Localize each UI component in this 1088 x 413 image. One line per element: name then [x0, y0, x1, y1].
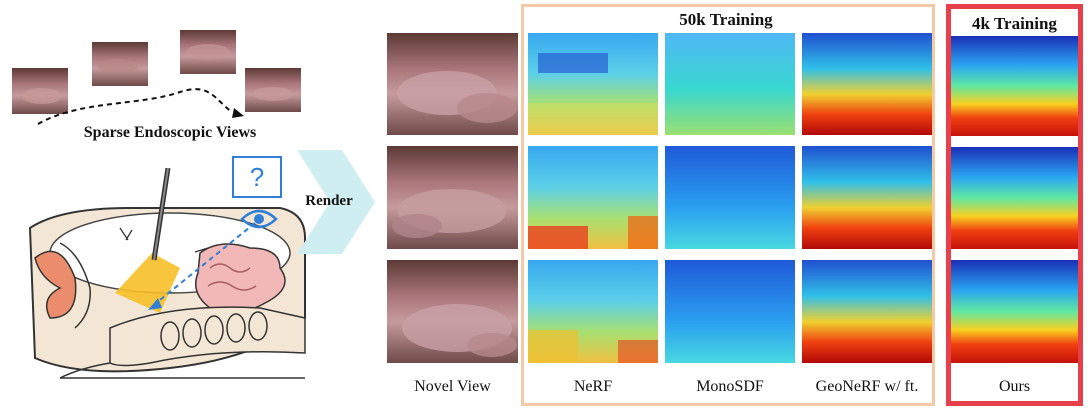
novel-view-image-1 [387, 33, 518, 135]
nerf-depth-1 [528, 33, 658, 135]
abdomen-anatomy-illustration [28, 168, 306, 379]
column-label-ours: Ours [998, 378, 1031, 395]
ours-depth-3 [951, 260, 1078, 363]
sparse-view-thumbnail-2 [92, 42, 148, 86]
column-label-monosdf: MonoSDF [696, 378, 764, 395]
training-4k-frame [946, 4, 1083, 406]
nerf-depth-3 [528, 260, 658, 363]
question-mark-box-icon: ? [232, 156, 282, 198]
eye-camera-icon [240, 209, 278, 229]
sparse-views-caption: Sparse Endoscopic Views [83, 124, 257, 141]
geonerf-depth-2 [802, 146, 932, 249]
column-label-geonerf: GeoNeRF w/ ft. [815, 378, 919, 395]
nerf-depth-2 [528, 146, 658, 249]
training-50k-header: 50k Training [679, 10, 773, 29]
geonerf-depth-3 [802, 260, 932, 363]
monosdf-depth-1 [665, 33, 795, 135]
monosdf-depth-2 [665, 146, 795, 249]
sparse-view-thumbnail-3 [180, 30, 236, 74]
render-arrow-icon [297, 150, 375, 254]
training-4k-header: 4k Training [972, 14, 1057, 33]
column-label-novel-view: Novel View [414, 378, 491, 395]
render-label: Render [305, 193, 353, 209]
ours-depth-2 [951, 147, 1078, 249]
novel-view-image-3 [387, 260, 518, 363]
monosdf-depth-3 [665, 260, 795, 363]
camera-trajectory [37, 88, 244, 125]
sparse-view-thumbnail-4 [245, 68, 301, 112]
novel-view-image-2 [387, 146, 518, 249]
geonerf-depth-1 [802, 33, 932, 135]
ours-depth-1 [951, 36, 1078, 136]
sparse-view-thumbnail-1 [12, 68, 68, 114]
column-label-nerf: NeRF [573, 378, 613, 395]
training-50k-frame [521, 4, 935, 406]
